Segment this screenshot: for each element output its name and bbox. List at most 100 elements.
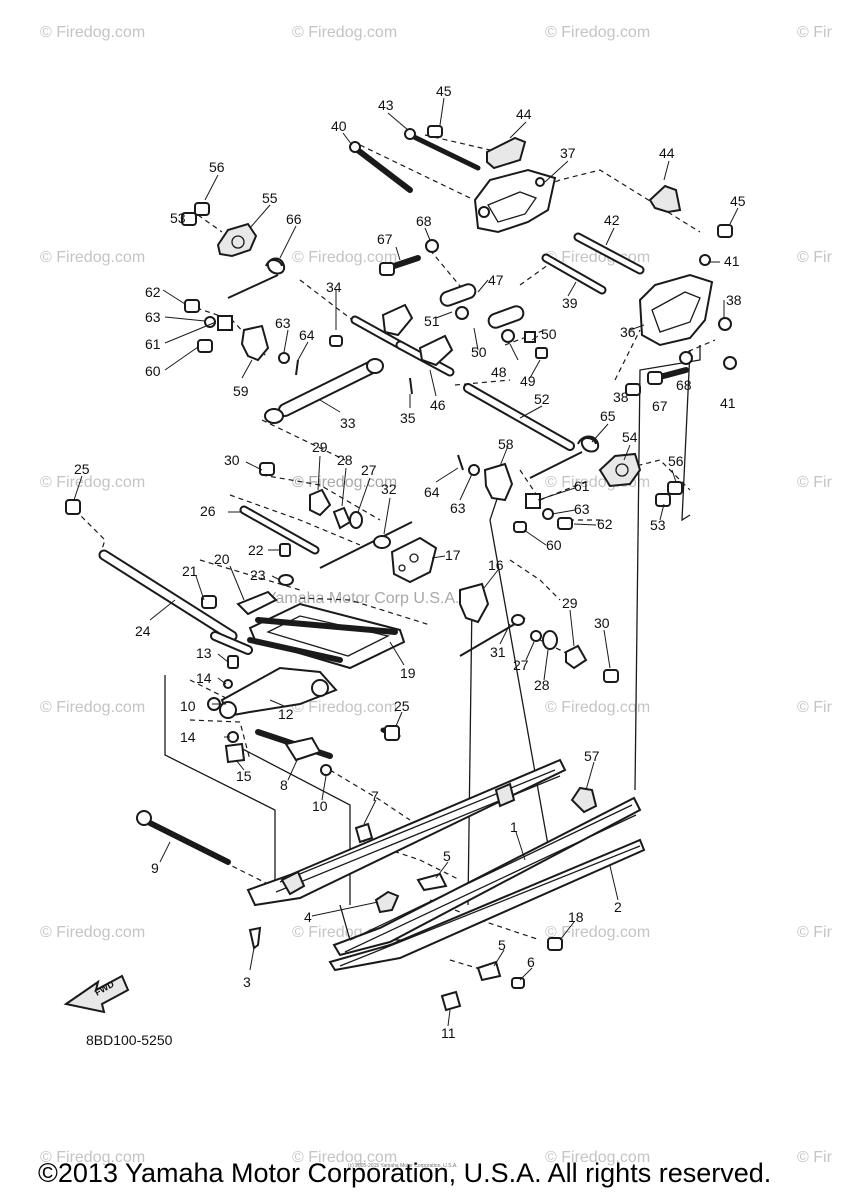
watermark: © Firedog.com [292, 24, 397, 41]
callout: 5 [443, 848, 451, 864]
watermark-yamaha: Yamaha Motor Corp U.S.A. [266, 590, 460, 607]
watermark: © Firedog.com [292, 1149, 397, 1166]
callout: 56 [209, 159, 225, 175]
callout: 63 [450, 500, 466, 516]
callout: 9 [151, 860, 159, 876]
callout: 5 [498, 937, 506, 953]
callout: 62 [145, 284, 161, 300]
bolt-43 [404, 128, 481, 171]
watermark: © Firedog.com [40, 249, 145, 266]
spring-66 [227, 257, 286, 299]
callout: 29 [562, 595, 578, 611]
watermark: © Firedog.com [40, 699, 145, 716]
callout-labels: 56 55 53 66 43 45 44 40 37 68 67 44 45 4… [74, 83, 746, 1041]
callout: 62 [597, 516, 613, 532]
shaft-26 [239, 505, 320, 555]
callout: 45 [730, 193, 746, 209]
fwd-arrow-icon: FWD [63, 974, 130, 1014]
copyright-notice: ©2013 Yamaha Motor Corporation, U.S.A. A… [38, 1158, 772, 1188]
callout: 37 [560, 145, 576, 161]
callout: 59 [233, 383, 249, 399]
callout: 4 [304, 909, 312, 925]
cap-55 [216, 222, 258, 258]
cap-44 [486, 136, 527, 170]
watermark: © Firedog.com [545, 699, 650, 716]
callout: 7 [371, 788, 379, 804]
callout: 63 [145, 309, 161, 325]
callout: 27 [513, 657, 529, 673]
bolt-67-right [647, 367, 689, 385]
cap-44-right [648, 184, 682, 214]
callout: 16 [488, 557, 504, 573]
callout: 61 [145, 336, 161, 352]
callout: 47 [488, 272, 504, 288]
bolt-56 [194, 202, 210, 216]
callout: 21 [182, 563, 198, 579]
callout: 38 [726, 292, 742, 308]
callout: 68 [676, 377, 692, 393]
callout: 53 [170, 210, 186, 226]
bolt-38 [625, 383, 641, 396]
watermark: © Firedog.com [545, 924, 650, 941]
callout: 58 [498, 436, 514, 452]
watermark: © Firedog.com [40, 924, 145, 941]
watermark: © Fir [797, 1149, 833, 1166]
watermark: © Firedog.com [292, 249, 397, 266]
bushing-29 [309, 488, 332, 517]
callout: 25 [74, 461, 90, 477]
callout: 28 [337, 452, 353, 468]
shock-33 [264, 358, 384, 424]
drawing-number: 8BD100-5250 [86, 1032, 173, 1048]
callout: 35 [400, 410, 416, 426]
callout: 49 [520, 373, 536, 389]
callout: 56 [668, 453, 684, 469]
leader-lines [73, 97, 739, 1027]
callout: 65 [600, 408, 616, 424]
bolt-45 [427, 125, 443, 138]
callout: 42 [604, 212, 620, 228]
callout: 32 [381, 481, 397, 497]
callout: 67 [377, 231, 393, 247]
callout: 14 [180, 729, 196, 745]
callout: 6 [527, 954, 535, 970]
rear-arm-19 [247, 602, 406, 670]
spring-32 [319, 521, 413, 569]
callout: 38 [613, 389, 629, 405]
callout: 48 [491, 364, 507, 380]
cap-57 [570, 786, 598, 814]
callout: 43 [378, 97, 394, 113]
callout: 27 [361, 462, 377, 478]
link-20 [236, 590, 278, 616]
callout: 8 [280, 777, 288, 793]
callout: 64 [424, 484, 440, 500]
callout: 29 [312, 439, 328, 455]
callout: 14 [196, 670, 212, 686]
callout: 67 [652, 398, 668, 414]
callout: 36 [620, 324, 636, 340]
callout: 54 [622, 429, 638, 445]
callout: 44 [516, 106, 532, 122]
callout: 28 [534, 677, 550, 693]
callout: 53 [650, 517, 666, 533]
watermark: © Fir [797, 249, 833, 266]
callout: 26 [200, 503, 216, 519]
callout: 11 [441, 1025, 456, 1041]
shaft-24 [98, 549, 238, 642]
pivot-arm-34 [329, 303, 455, 377]
callout: 24 [135, 623, 151, 639]
bolt-25 [380, 725, 401, 741]
callout: 68 [416, 213, 432, 229]
callout: 10 [180, 698, 196, 714]
watermark: © Fir [797, 924, 833, 941]
watermark: © Firedog.com [40, 24, 145, 41]
bolt-67 [379, 255, 421, 276]
bracket-58 [483, 462, 514, 502]
link-47 [439, 283, 525, 329]
spring-65 [529, 435, 600, 479]
callout: 31 [490, 644, 506, 660]
shaft-39 [541, 253, 607, 295]
callout: 60 [546, 537, 562, 553]
slide-rail-2 [328, 796, 646, 972]
callout: 44 [659, 145, 675, 161]
callout: 60 [145, 363, 161, 379]
